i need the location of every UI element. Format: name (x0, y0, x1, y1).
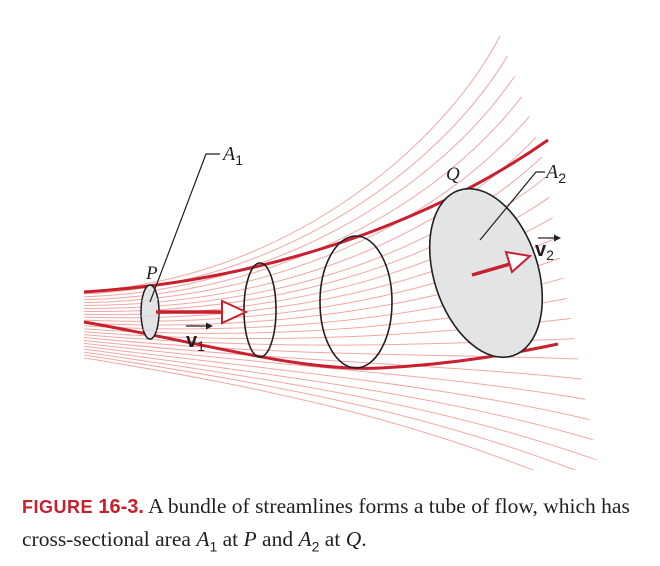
caption-text-2: at (217, 527, 244, 551)
streamline (83, 337, 579, 360)
caption-p: P (243, 527, 257, 551)
velocity-arrow-v2 (471, 250, 533, 277)
cross-section-middle-2 (319, 235, 393, 369)
caption-a1-sub: 1 (209, 538, 218, 555)
caption-text-3: and (256, 527, 299, 551)
streamline (83, 351, 597, 461)
streamline (83, 345, 590, 420)
label-a2: A2 (544, 161, 566, 186)
figure-caption: FIGURE 16-3. A bundle of streamlines for… (22, 490, 652, 562)
streamline (83, 348, 593, 441)
streamline-tube-diagram: A1 A2 P Q v1 v2 (83, 35, 597, 470)
streamline (83, 339, 582, 380)
caption-q: Q (345, 527, 362, 551)
streamline (83, 342, 586, 400)
velocity-arrow-v1 (156, 299, 249, 325)
label-q: Q (446, 164, 460, 185)
caption-a2-sub: 2 (311, 538, 320, 555)
streamline (83, 76, 515, 298)
label-v2: v2 (535, 234, 561, 263)
streamline (83, 116, 530, 304)
streamline (83, 354, 576, 470)
label-v1: v1 (186, 322, 213, 354)
streamline (83, 156, 543, 309)
streamline (83, 35, 501, 292)
caption-text-1: A bundle of streamlines forms a tube of … (22, 494, 630, 551)
svg-text:v2: v2 (535, 239, 554, 263)
caption-figure-label: FIGURE (22, 497, 94, 517)
label-a1: A1 (221, 143, 243, 168)
svg-text:v1: v1 (186, 330, 205, 354)
label-p: P (145, 263, 158, 284)
caption-text-5: . (361, 527, 367, 551)
caption-a2: A (298, 527, 312, 551)
streamline (83, 96, 523, 301)
caption-figure-number: 16-3. (98, 496, 144, 518)
streamline (83, 357, 534, 470)
cross-section-a2 (428, 187, 544, 359)
caption-a1: A (196, 527, 210, 551)
caption-text-4: at (319, 527, 346, 551)
leader-lines (149, 153, 545, 303)
